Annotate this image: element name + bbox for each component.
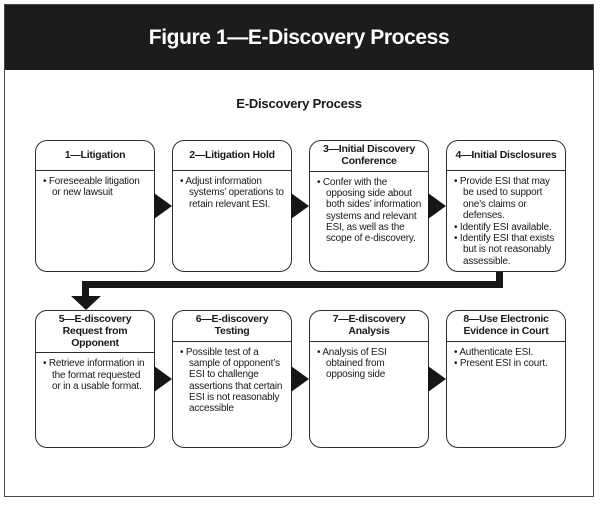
arrow-right-icon-6-7 [291, 366, 309, 392]
arrow-right-icon-2-3 [291, 193, 309, 219]
bullet-item: Provide ESI that may be used to support … [454, 176, 561, 222]
bullet-item: Identify ESI that exists but is not reas… [454, 233, 561, 267]
process-box-body: Provide ESI that may be used to support … [447, 171, 565, 271]
process-box-5-ediscovery-request: 5—E-discovery Request from Opponent Retr… [35, 310, 155, 448]
process-box-header: 1—Litigation [36, 141, 154, 171]
process-box-header: 5—E-discovery Request from Opponent [36, 311, 154, 354]
process-box-body: Adjust information systems’ operations t… [173, 171, 291, 214]
wrap-arrow-horizontal-bar [82, 281, 503, 288]
process-box-header: 3—Initial Discovery Conference [310, 141, 428, 172]
process-box-header: 7—E-discovery Analysis [310, 311, 428, 342]
process-box-8-use-evidence-in-court: 8—Use Electronic Evidence in Court Authe… [446, 310, 566, 448]
process-box-body: Retrieve information in the format reque… [36, 353, 154, 396]
arrow-right-icon-1-2 [154, 193, 172, 219]
arrow-right-icon-7-8 [428, 366, 446, 392]
arrow-right-icon-3-4 [428, 193, 446, 219]
diagram-canvas: E-Discovery Process 1—Litigation Foresee… [5, 70, 593, 496]
bullet-item: Analysis of ESI obtained from opposing s… [317, 347, 424, 381]
arrow-right-icon-5-6 [154, 366, 172, 392]
process-box-header: 2—Litigation Hold [173, 141, 291, 171]
bullet-item: Possible test of a sample of opponent’s … [180, 347, 287, 415]
bullet-item: Adjust information systems’ operations t… [180, 176, 287, 210]
bullet-item: Confer with the opposing side about both… [317, 177, 424, 245]
process-box-3-initial-discovery-conference: 3—Initial Discovery Conference Confer wi… [309, 140, 429, 272]
process-box-7-ediscovery-analysis: 7—E-discovery Analysis Analysis of ESI o… [309, 310, 429, 448]
bullet-item: Authenticate ESI. [454, 347, 561, 358]
process-box-4-initial-disclosures: 4—Initial Disclosures Provide ESI that m… [446, 140, 566, 272]
diagram-title: E-Discovery Process [236, 96, 362, 111]
bullet-item: Identify ESI available. [454, 222, 561, 233]
figure-banner: Figure 1—E-Discovery Process [5, 5, 593, 70]
process-box-body: Analysis of ESI obtained from opposing s… [310, 342, 428, 385]
figure-banner-title: Figure 1—E-Discovery Process [148, 25, 450, 49]
process-box-body: Possible test of a sample of opponent’s … [173, 342, 291, 419]
process-box-body: Confer with the opposing side about both… [310, 172, 428, 249]
wrap-arrow-vertical-stub [496, 272, 503, 282]
wrap-arrow-shaft [82, 288, 89, 296]
process-box-header: 4—Initial Disclosures [447, 141, 565, 171]
process-box-2-litigation-hold: 2—Litigation Hold Adjust information sys… [172, 140, 292, 272]
bullet-item: Foreseeable litigation or new lawsuit [43, 176, 150, 199]
process-box-1-litigation: 1—Litigation Foreseeable litigation or n… [35, 140, 155, 272]
process-box-header: 6—E-discovery Testing [173, 311, 291, 342]
bullet-item: Present ESI in court. [454, 358, 561, 369]
arrow-down-icon [71, 296, 101, 310]
bullet-item: Retrieve information in the format reque… [43, 358, 150, 392]
figure-frame: Figure 1—E-Discovery Process E-Discovery… [4, 4, 594, 497]
process-box-header: 8—Use Electronic Evidence in Court [447, 311, 565, 342]
process-box-6-ediscovery-testing: 6—E-discovery Testing Possible test of a… [172, 310, 292, 448]
process-box-body: Authenticate ESI. Present ESI in court. [447, 342, 565, 374]
process-box-body: Foreseeable litigation or new lawsuit [36, 171, 154, 203]
